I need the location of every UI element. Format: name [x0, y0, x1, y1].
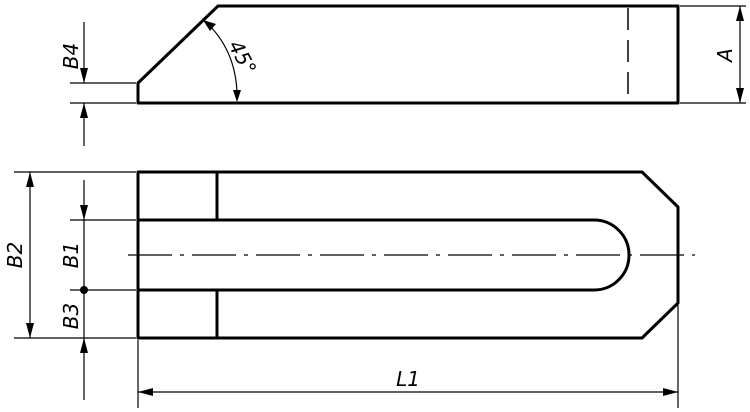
- b2-arrow-bottom: [26, 323, 34, 338]
- b2-label: B2: [3, 242, 27, 268]
- b3-label: B3: [59, 303, 83, 329]
- plan-view: B2 B1 B3 L1: [3, 170, 695, 408]
- angle-arrow-bottom: [233, 90, 241, 102]
- b4-label: B4: [59, 43, 83, 69]
- b4-arrow-bottom: [80, 103, 88, 118]
- b1-arrow-top: [80, 205, 88, 220]
- l1-label: L1: [396, 367, 420, 391]
- b1-b3-dot: [80, 286, 88, 294]
- side-view-outline: [136, 4, 680, 105]
- angle-arrow-top: [203, 20, 216, 31]
- b4-arrow-top: [80, 68, 88, 83]
- plan-outer-outline: [136, 170, 680, 340]
- l1-arrow-right: [663, 388, 678, 396]
- l1-arrow-left: [138, 388, 153, 396]
- b3-arrow-bottom: [80, 338, 88, 353]
- a-arrow-top: [736, 6, 744, 21]
- b1-label: B1: [59, 242, 83, 268]
- a-label: A: [713, 48, 737, 64]
- side-view: 45° B4 A: [59, 4, 746, 146]
- angle-label: 45°: [224, 36, 262, 79]
- a-arrow-bottom: [736, 88, 744, 103]
- b2-arrow-top: [26, 172, 34, 187]
